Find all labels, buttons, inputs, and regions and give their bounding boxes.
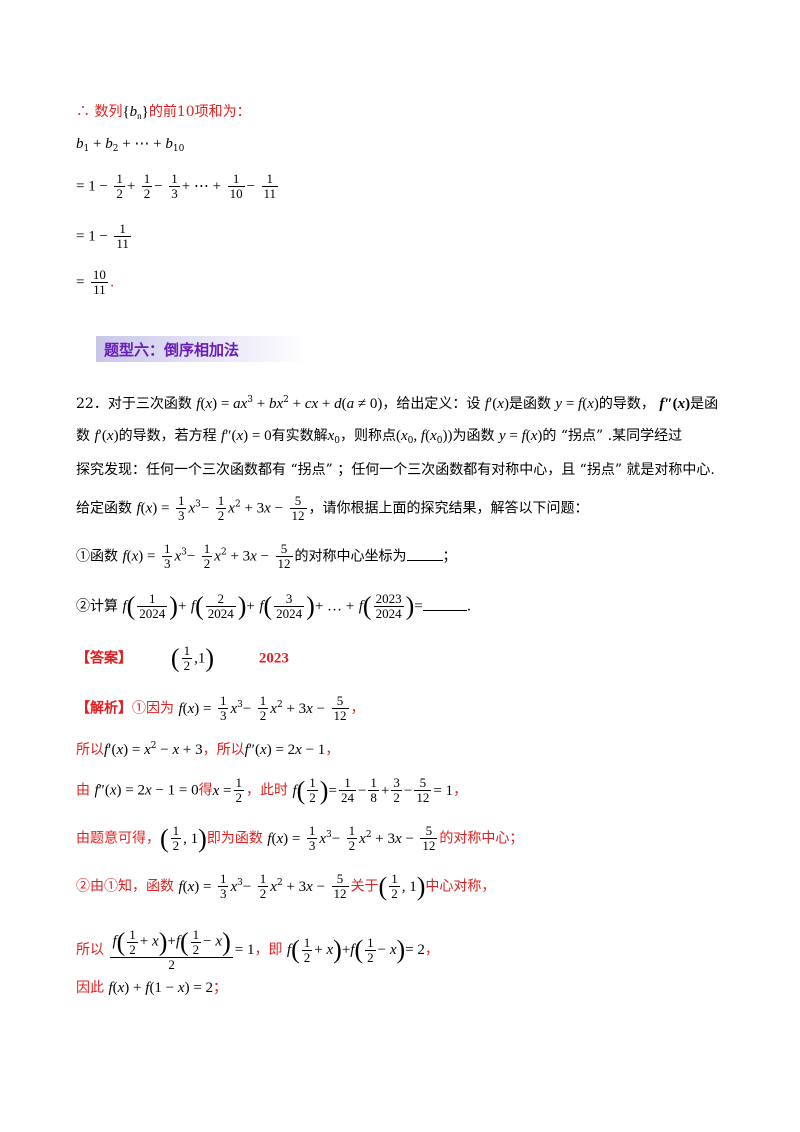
problem-number: 22．: [76, 396, 108, 412]
problem-line-1: 22．对于三次函数 f(x) = ax3 + bx2 + cx + d(a ≠ …: [76, 395, 719, 412]
answer-tag: 【答案】: [76, 650, 132, 667]
analysis-line-7: 因此 f(x) + f(1 − x) = 2；: [76, 980, 228, 996]
sum-expression: b1 + b2 + ⋯ + b10: [76, 136, 185, 154]
sum-conclusion-line: ∴ 数列{bn}的前10项和为：: [76, 104, 251, 121]
section-title-text: 题型六：倒序相加法: [104, 341, 240, 359]
analysis-line-2: 所以f′(x) = x2 − x + 3，所以f″(x) = 2x − 1，: [76, 741, 340, 758]
therefore-symbol: ∴: [76, 104, 90, 120]
answer-blank-1: [406, 548, 443, 561]
section-title: 题型六：倒序相加法: [96, 336, 308, 362]
problem-line-2: 数 f′(x)的导数，若方程 f″(x) = 0有实数解x0，则称点(x0, f…: [76, 428, 683, 446]
conclusion-tail: 的前10项和为：: [148, 104, 251, 120]
answer-blank-2: [422, 598, 467, 611]
conclusion-text: 数列: [94, 104, 123, 120]
analysis-tag: 【解析】: [76, 700, 132, 717]
problem-line-3: 探究发现：任何一个三次函数都有 “拐点” ；任何一个三次函数都有对称中心，且 “…: [76, 462, 715, 478]
answer-2: 2023: [258, 650, 289, 667]
